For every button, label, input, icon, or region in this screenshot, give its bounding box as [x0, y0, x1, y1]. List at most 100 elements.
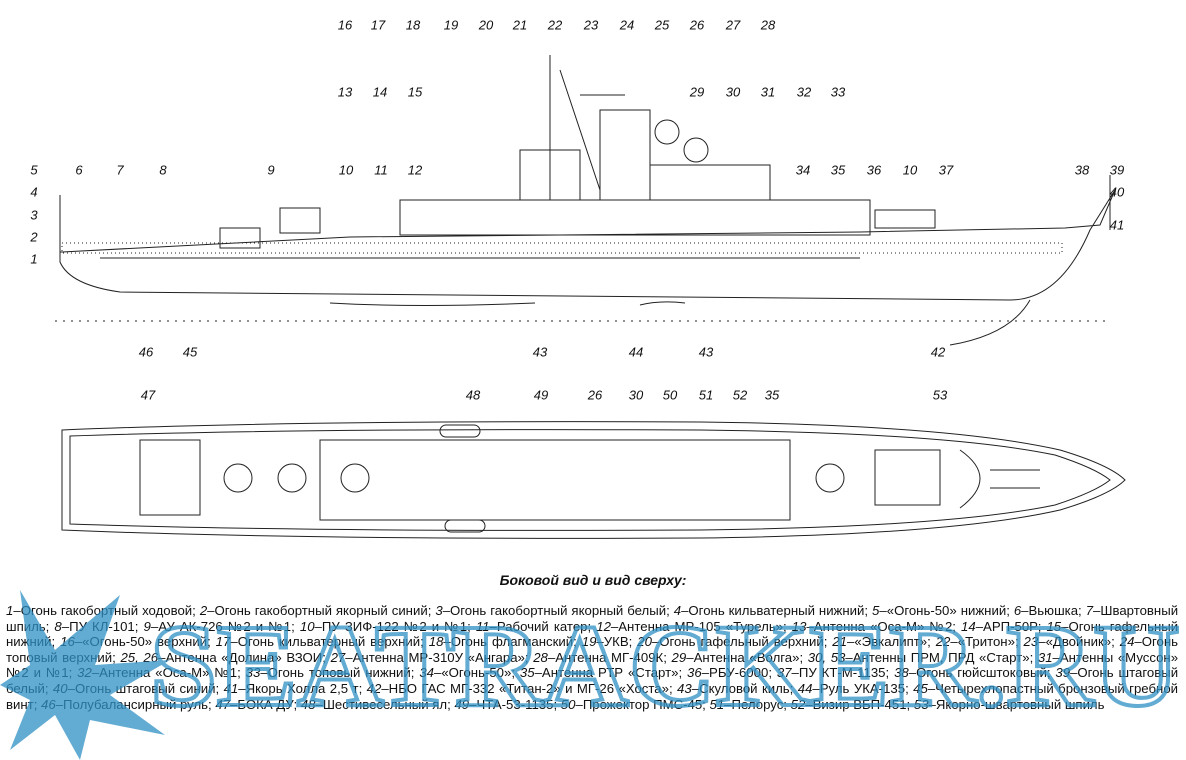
sonar-dome [949, 299, 1031, 346]
legend-item: 20–Огонь гафельный верхний; [637, 634, 833, 650]
legend-text: НБО ГАС МГ-332 «Титан-2» и МГ-26 «Хоста» [388, 680, 669, 696]
legend-item: 52–Визир ВБП-451; [790, 696, 914, 712]
legend-item: 9–АУ АК-726 №2 и №1; [143, 618, 300, 634]
legend-item: 43–Скуловой киль; [677, 680, 798, 696]
callout-number: 35 [830, 162, 846, 178]
callout-number: 40 [1109, 184, 1125, 200]
legend-text: Пелорус [731, 696, 784, 712]
launcher-forward [874, 209, 936, 229]
legend-text: БОКА ДУ [237, 696, 294, 712]
superstructure-aft [219, 227, 261, 249]
legend-text: Огонь гакобортный ходовой [20, 603, 193, 618]
legend-number: 38 [894, 665, 909, 681]
callout-number: 14 [372, 84, 388, 100]
legend-item: 22–«Тритон»; [935, 634, 1024, 650]
callout-number: 13 [337, 84, 353, 100]
callout-number: 26 [587, 387, 603, 403]
legend-number: 21 [832, 634, 847, 650]
legend-number: 34 [419, 665, 434, 681]
gun-turret-aft-1 [223, 463, 253, 493]
legend-number: 53 [913, 696, 929, 712]
legend-item: 5–«Огонь-50» нижний; [872, 603, 1014, 618]
legend-text: АРП-50Р [983, 618, 1038, 634]
callout-number: 43 [698, 344, 714, 360]
callout-number: 6 [75, 162, 83, 178]
legend-text: ПУ ЗИФ-122 №2 и №1 [321, 618, 468, 634]
legend-item: 49–ЧТА-53-1135; [454, 696, 561, 712]
callout-number: 27 [725, 17, 741, 33]
legend-text: Огонь флагманский [450, 634, 574, 650]
legend-item: 3–Огонь гакобортный якорный белый; [435, 603, 674, 618]
legend-item: 16–«Огонь-50» верхний; [60, 634, 216, 650]
callout-number: 22 [547, 17, 563, 33]
legend-text: РБУ-6000 [709, 665, 769, 681]
legend-item: 44–Руль УКА-135; [797, 680, 914, 696]
legend-number: 13 [791, 618, 807, 634]
legend-text: Шестивесельный ял [322, 696, 448, 712]
callout-number: 49 [533, 387, 549, 403]
legend-number: 18 [428, 634, 444, 650]
legend-text: ПУ КТ-М-1135 [798, 665, 886, 681]
callout-number: 16 [337, 17, 353, 33]
callout-number: 2 [30, 229, 38, 245]
top-superstructure [319, 439, 791, 521]
callout-number: 33 [830, 84, 846, 100]
legend-item: 41–Якорь Холла 2,5 т; [223, 680, 367, 696]
legend-text: ЧТА-53-1135 [476, 696, 554, 712]
callout-number: 52 [732, 387, 748, 403]
legend-number: 43 [677, 680, 692, 696]
legend-number: 46 [41, 696, 56, 712]
legend-text: Скуловой киль [699, 680, 790, 696]
legend-item: 48–Шестивесельный ял; [300, 696, 455, 712]
legend-text: Антенны ПРМ, ПРД «Старт» [852, 649, 1030, 665]
ship-drawing [55, 55, 1126, 539]
legend-text: Рабочий катер [496, 618, 588, 634]
callout-number: 32 [796, 84, 812, 100]
callout-number: 26 [689, 17, 705, 33]
legend-text: Визир ВБП-451 [812, 696, 907, 712]
legend-item: 12–Антенна МР-105 «Турель»; [596, 618, 792, 634]
legend-item: 23–«Двойник»; [1023, 634, 1120, 650]
callout-number: 41 [1109, 217, 1125, 233]
legend-text: Прожектор ПМС-45 [582, 696, 703, 712]
legend-item: 34–«Огонь-50»; [419, 665, 520, 681]
legend-text: Антенна «Оса-М» №2 [813, 618, 953, 634]
legend-text: Антенна «Оса-М» №1 [99, 665, 238, 681]
gun-turret-aft-2 [277, 463, 307, 493]
legend-number: 52 [790, 696, 806, 712]
callout-number: 5 [30, 162, 38, 178]
legend-number: 16 [60, 634, 75, 650]
legend-item: 18–Огонь флагманский; [428, 634, 582, 650]
legend-text: ПУ КЛ-101 [69, 618, 135, 634]
legend-text: Антенна МР-310У «Ангара» [352, 649, 525, 665]
callout-number: 53 [932, 387, 948, 403]
callout-number: 10 [338, 162, 354, 178]
legend-item: 19–УКВ; [581, 634, 638, 650]
legend-text: Огонь гакобортный якорный синий [214, 603, 428, 618]
legend-number: 2 [199, 603, 208, 618]
callout-number: 42 [930, 344, 946, 360]
legend-text: Якорно-швартовный шпиль [935, 696, 1105, 712]
legend-number: 15 [1046, 618, 1062, 634]
legend-item: 47–БОКА ДУ; [215, 696, 301, 712]
legend-number: 22 [935, 634, 951, 650]
main-mast [549, 55, 625, 200]
legend-number: 49 [454, 696, 470, 712]
legend-number: 27 [330, 649, 346, 665]
helo-deck [139, 439, 201, 516]
legend-number: 10 [299, 618, 315, 634]
legend-item: 30, 53–Антенны ПРМ, ПРД «Старт»; [807, 649, 1038, 665]
legend-text: Огонь кильватерный верхний [237, 634, 421, 650]
legend-number: 37 [776, 665, 792, 681]
callout-number: 44 [628, 344, 644, 360]
gun-turret-forward [815, 463, 845, 493]
legend-item: 27–Антенна МР-310У «Ангара»; [330, 649, 534, 665]
legend-item: 17–Огонь кильватерный верхний; [215, 634, 429, 650]
callout-number: 39 [1109, 162, 1125, 178]
callout-number: 25 [654, 17, 670, 33]
callout-number: 34 [795, 162, 811, 178]
callout-number: 19 [443, 17, 459, 33]
top-hull [61, 421, 1126, 539]
legend-text: Вьюшка [1028, 603, 1079, 618]
callout-number: 31 [760, 84, 776, 100]
